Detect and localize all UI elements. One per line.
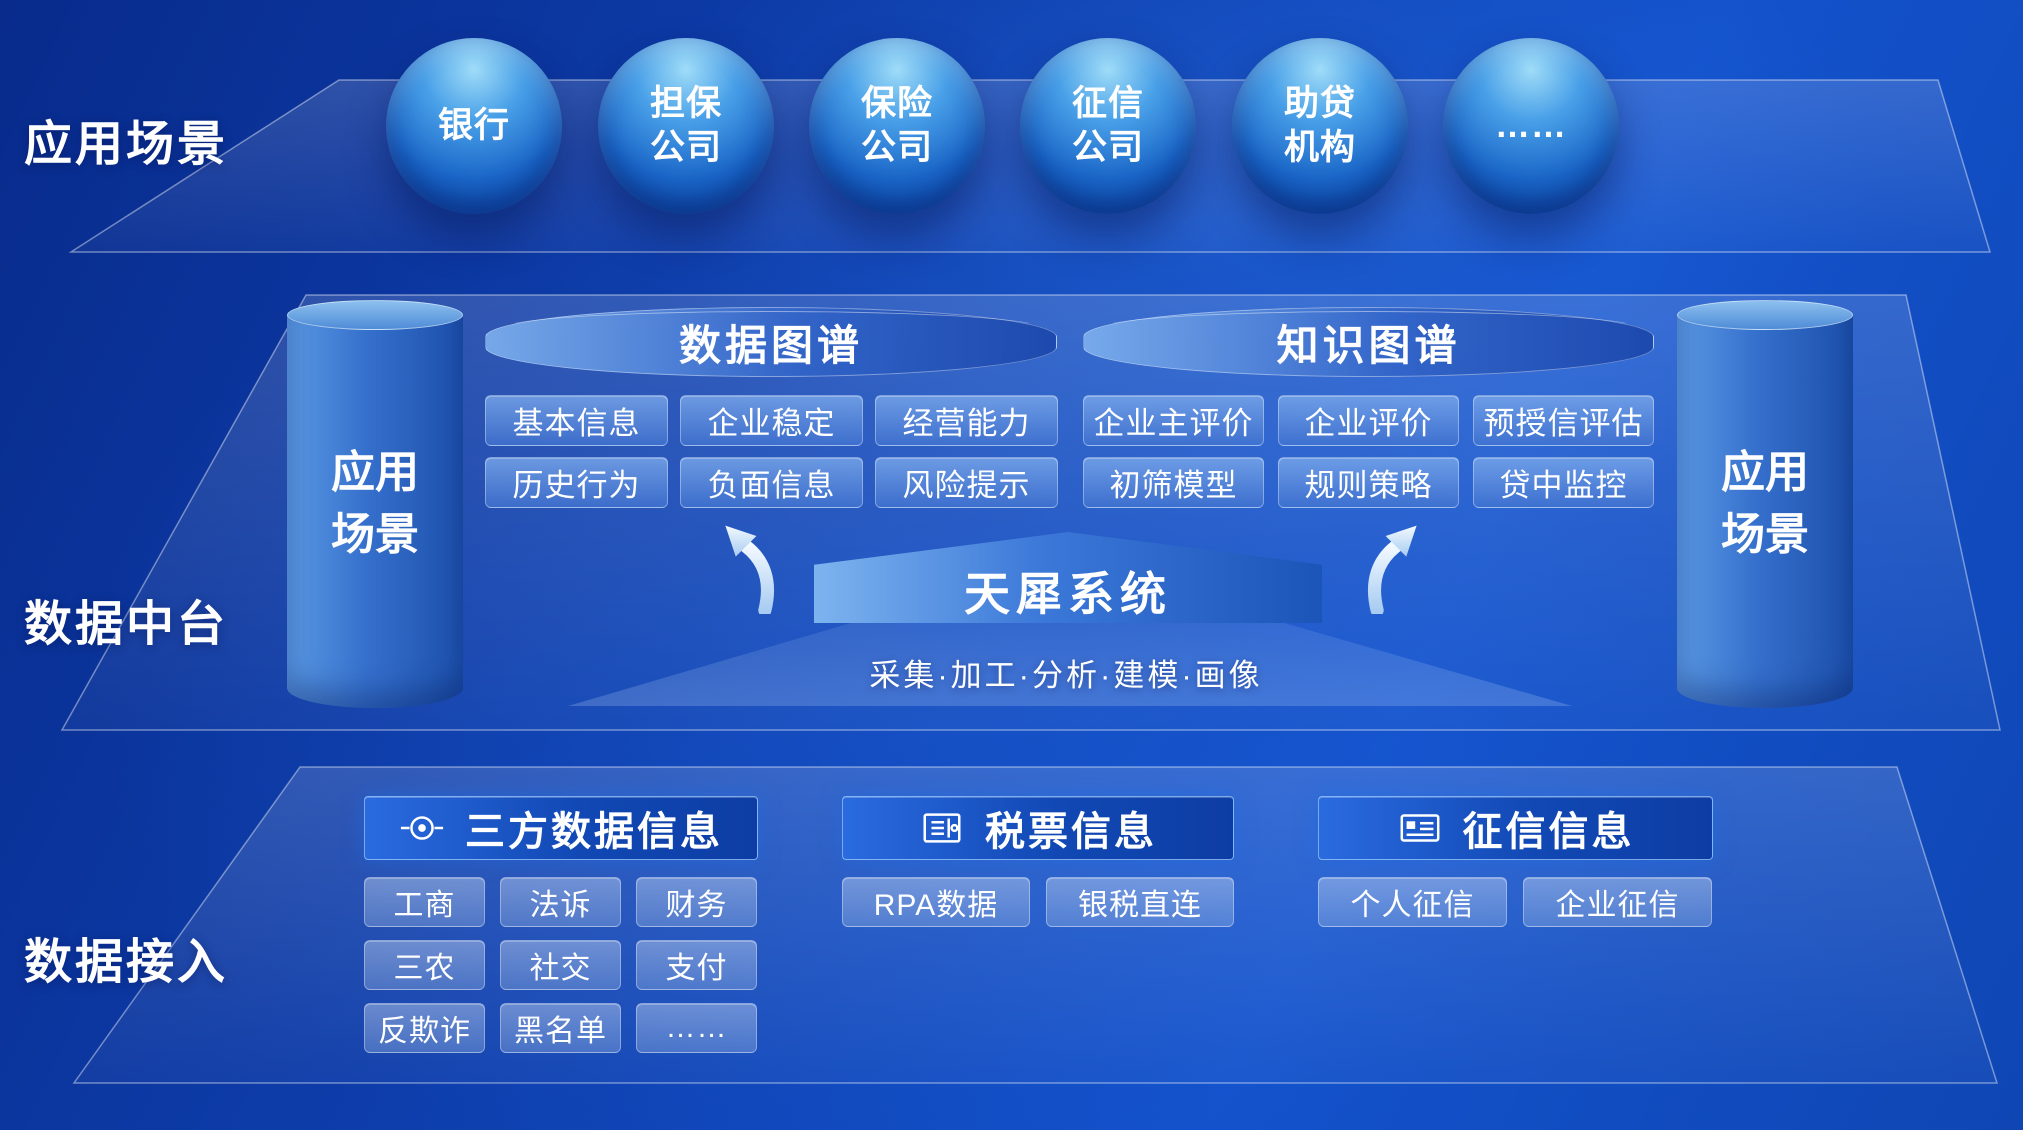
panel-header-knowledge-graph: 知识图谱: [1083, 307, 1654, 377]
chip: 社交: [500, 940, 621, 990]
sphere-credit-company: 征信 公司: [1020, 38, 1196, 214]
panel-title: 数据图谱: [678, 321, 863, 369]
panel-title: 知识图谱: [1276, 321, 1461, 369]
disc-rim: [503, 311, 1041, 345]
chip: 负面信息: [680, 457, 863, 508]
section-label-application-scenarios: 应用场景: [24, 118, 229, 171]
chip: 规则策略: [1278, 457, 1459, 508]
data-graph-chips: 基本信息 企业稳定 经营能力 历史行为 负面信息 风险提示: [485, 395, 1058, 508]
disc-rim: [1101, 311, 1638, 345]
chip: 反欺诈: [364, 1003, 485, 1053]
cylinder-label: 应用 场景: [1721, 448, 1809, 559]
chip: 预授信评估: [1473, 395, 1654, 446]
group-title: 征信信息: [1462, 810, 1635, 854]
chip: 支付: [636, 940, 757, 990]
chip: 黑名单: [500, 1003, 621, 1053]
group-header-tax-invoice: 税票信息: [842, 796, 1234, 860]
cylinder-top-ellipse: [1677, 300, 1853, 330]
chip: 贷中监控: [1473, 457, 1654, 508]
credit-info-chips: 个人征信 企业征信: [1318, 877, 1712, 927]
sphere-loan-agency: 助贷 机构: [1232, 38, 1408, 214]
chip: 经营能力: [875, 395, 1058, 446]
system-subtitle: 采集·加工·分析·建模·画像: [869, 658, 1263, 693]
chip: 企业评价: [1278, 395, 1459, 446]
cylinder-body: [287, 315, 463, 708]
chip: 风险提示: [875, 457, 1058, 508]
light-beam: [568, 560, 1572, 706]
chip: 企业主评价: [1083, 395, 1264, 446]
third-party-data-chips: 工商 法诉 财务 三农 社交 支付 反欺诈 黑名单 ……: [364, 877, 757, 1053]
chip: 初筛模型: [1083, 457, 1264, 508]
arrow-up-left-icon: [725, 525, 775, 614]
invoice-icon: [923, 813, 961, 843]
chip: 财务: [636, 877, 757, 927]
cylinder-top-ellipse: [287, 300, 463, 330]
cylinder-label: 应用 场景: [331, 448, 419, 559]
cylinder-app-scenarios-right: 应用 场景: [1677, 300, 1853, 708]
chip: 企业稳定: [680, 395, 863, 446]
group-title: 三方数据信息: [465, 810, 723, 854]
sphere-bank: 银行: [386, 38, 562, 214]
sphere-insurance-company: 保险 公司: [809, 38, 985, 214]
section-label-data-platform: 数据中台: [24, 598, 229, 651]
sphere-guarantee-company: 担保 公司: [598, 38, 774, 214]
group-title: 税票信息: [985, 810, 1157, 854]
arrow-up-right-icon: [1367, 525, 1417, 614]
target-icon: [400, 816, 444, 840]
panel-header-data-graph: 数据图谱: [485, 307, 1057, 377]
chip: RPA数据: [842, 877, 1030, 927]
chip: 企业征信: [1523, 877, 1712, 927]
section-label-data-access: 数据接入: [24, 936, 229, 989]
sphere-more: ……: [1443, 38, 1619, 214]
chip: 个人征信: [1318, 877, 1507, 927]
chip: 法诉: [500, 877, 621, 927]
group-header-credit-info: 征信信息: [1318, 796, 1713, 860]
chip: 工商: [364, 877, 485, 927]
chip: 三农: [364, 940, 485, 990]
knowledge-graph-chips: 企业主评价 企业评价 预授信评估 初筛模型 规则策略 贷中监控: [1083, 395, 1654, 508]
chip: 历史行为: [485, 457, 668, 508]
id-card-icon: [1400, 814, 1439, 842]
chip: ……: [636, 1003, 757, 1053]
cylinder-body: [1677, 315, 1853, 708]
tax-invoice-chips: RPA数据 银税直连: [842, 877, 1234, 927]
group-header-third-party-data: 三方数据信息: [364, 796, 758, 860]
chip: 基本信息: [485, 395, 668, 446]
cylinder-app-scenarios-left: 应用 场景: [287, 300, 463, 708]
chip: 银税直连: [1046, 877, 1234, 927]
